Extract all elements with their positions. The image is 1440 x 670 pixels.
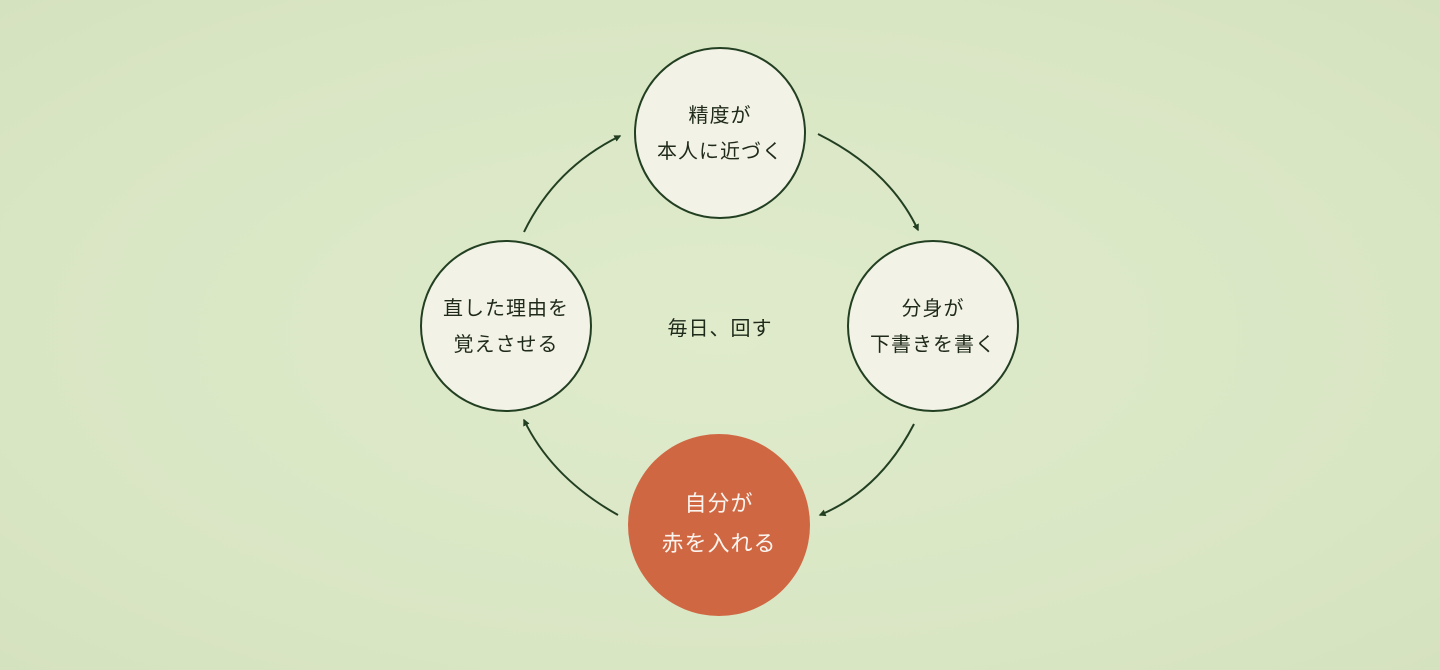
arrow-right-to-bottom — [818, 423, 915, 517]
node-line: 直した理由を — [443, 296, 569, 320]
node-line: 下書きを書く — [870, 332, 996, 356]
node-line: 自分が — [684, 492, 754, 517]
arrow-top-to-right — [817, 133, 919, 232]
node-line: 赤を入れる — [661, 532, 777, 557]
node-line: 覚えさせる — [453, 332, 559, 356]
node-line: 分身が — [901, 296, 965, 320]
arrow-left-to-top — [523, 135, 622, 233]
node-line: 精度が — [688, 103, 752, 127]
node-line: 本人に近づく — [657, 139, 783, 163]
cycle-node-draft: 分身が 下書きを書く — [847, 240, 1019, 412]
arrow-bottom-to-left — [523, 418, 619, 516]
cycle-node-edit: 自分が 赤を入れる — [628, 434, 810, 616]
cycle-center-label: 毎日、回す — [667, 316, 773, 340]
cycle-node-learn: 直した理由を 覚えさせる — [420, 240, 592, 412]
cycle-node-accuracy: 精度が 本人に近づく — [634, 47, 806, 219]
